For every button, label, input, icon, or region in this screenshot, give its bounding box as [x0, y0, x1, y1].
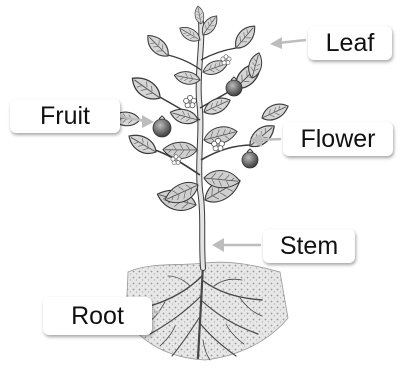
- label-stem-text: Stem: [280, 234, 338, 259]
- label-leaf: Leaf: [308, 26, 392, 60]
- label-fruit: Fruit: [10, 99, 120, 133]
- stem-pointer: [212, 238, 261, 252]
- label-root: Root: [43, 297, 152, 335]
- label-leaf-text: Leaf: [326, 31, 375, 56]
- label-fruit-text: Fruit: [40, 104, 90, 129]
- leaf-pointer: [270, 37, 306, 49]
- label-stem: Stem: [263, 229, 355, 263]
- label-root-text: Root: [71, 304, 124, 329]
- label-flower: Flower: [283, 122, 393, 156]
- label-flower-text: Flower: [300, 127, 375, 152]
